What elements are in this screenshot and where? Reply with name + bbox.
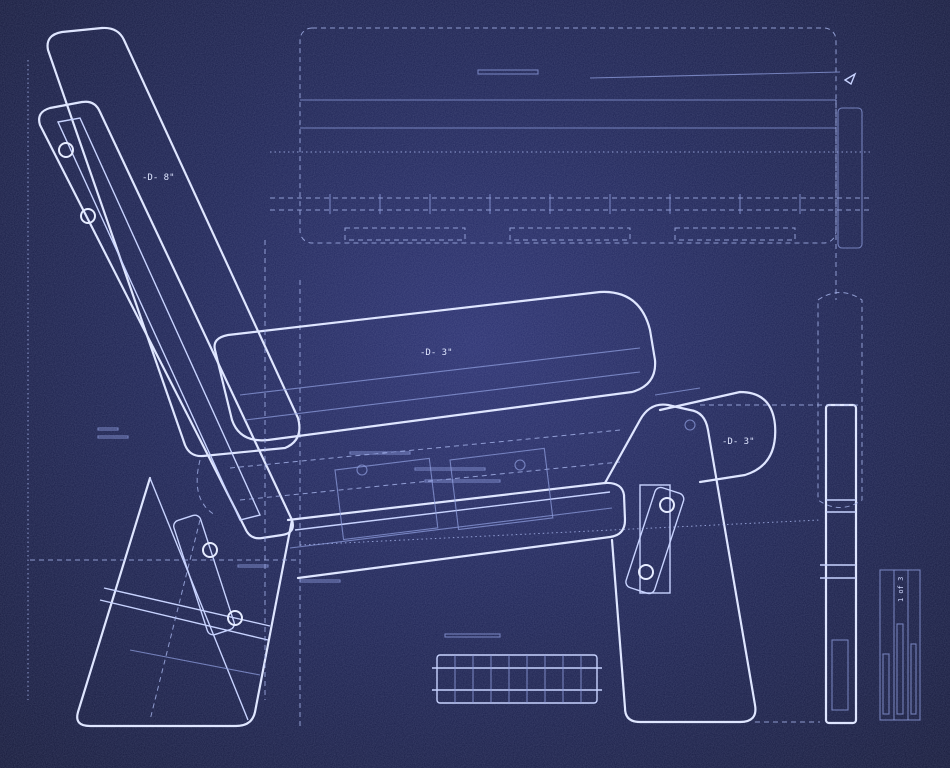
backrest-cushion	[46, 26, 301, 458]
leg-slat	[173, 514, 235, 636]
bolt-hole	[202, 542, 218, 558]
backrest-dimension-label: -D- 8"	[142, 173, 175, 183]
bolt-hole	[227, 610, 243, 626]
front-leg-centerline	[149, 519, 201, 721]
plan-view	[270, 27, 870, 728]
arm-dimension-label: -D- 3"	[722, 437, 755, 447]
backrest-frame	[38, 100, 294, 540]
slat-rack-detail	[432, 633, 602, 704]
sheet-number: 1 of 3	[897, 577, 905, 602]
bolt-hole	[58, 142, 74, 158]
dimension-lines	[27, 60, 860, 723]
plan-rail	[674, 227, 796, 241]
side-profile	[817, 292, 863, 725]
annotation-marks	[97, 427, 501, 583]
front-leg-frame	[76, 476, 294, 728]
plan-line	[589, 71, 841, 79]
leg-slat	[639, 484, 671, 594]
bolt-hole	[80, 208, 96, 224]
plan-end-post	[837, 107, 863, 249]
plan-outline	[299, 27, 837, 244]
plan-arrow	[843, 72, 857, 86]
seat-cushion	[196, 290, 657, 516]
armrest-cushion	[654, 387, 777, 484]
rear-leg-frame	[603, 403, 757, 724]
plan-rail	[344, 227, 466, 241]
title-block: 1 of 3	[879, 569, 921, 721]
seat-dimension-label: -D- 3"	[420, 348, 453, 358]
bolt-hole	[684, 419, 696, 431]
plan-note-block	[477, 69, 539, 75]
bolt-hole	[356, 464, 368, 476]
bolt-hole	[659, 497, 675, 513]
bolt-hole	[514, 459, 526, 471]
seat-frame	[229, 429, 627, 580]
bolt-hole	[638, 564, 654, 580]
plan-rail	[509, 227, 631, 241]
plan-ticks	[329, 194, 801, 214]
